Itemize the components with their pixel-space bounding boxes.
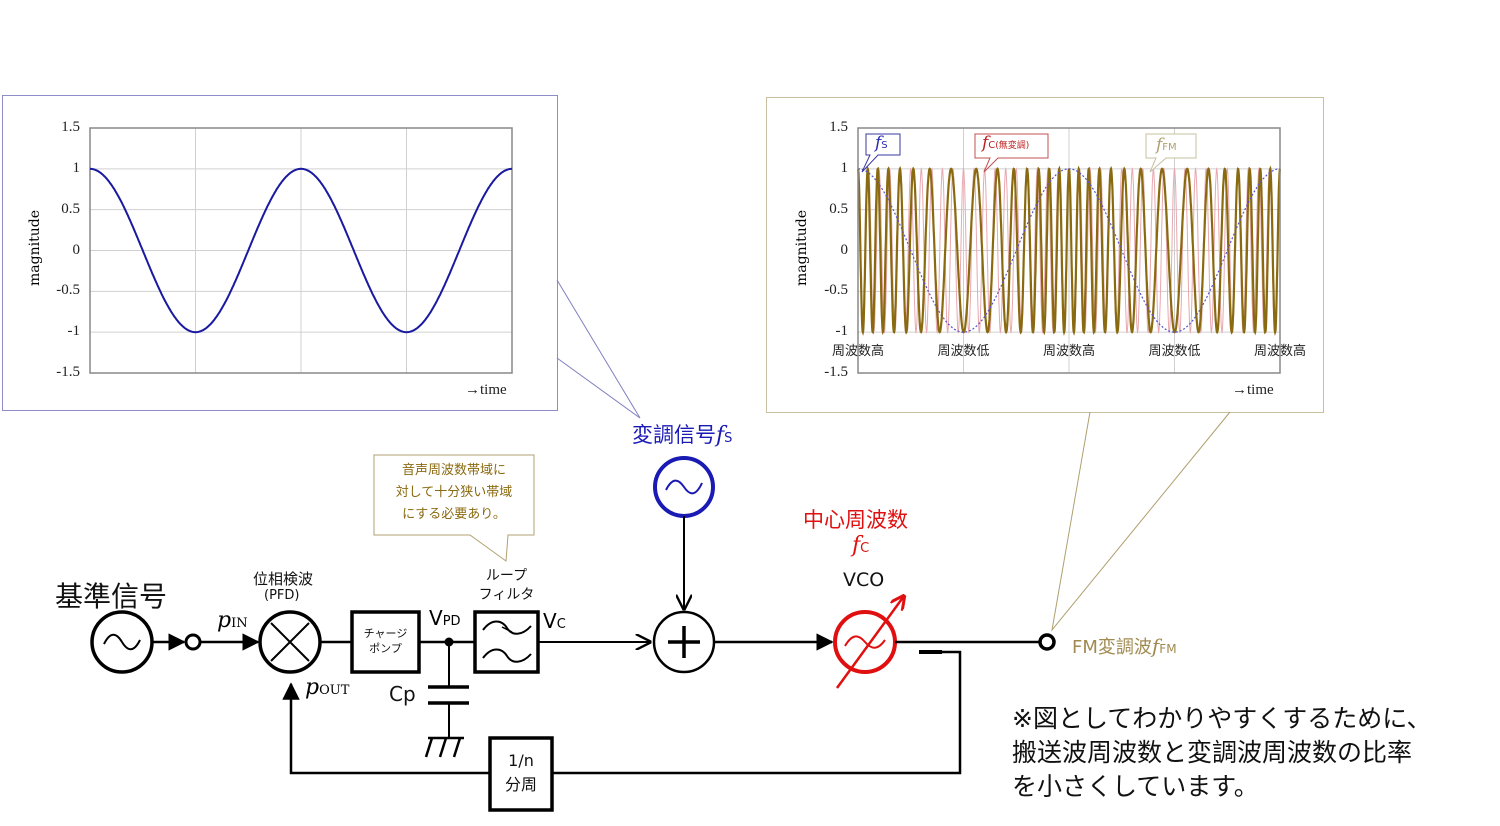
- modulating-signal-label: 変調信号fS: [632, 419, 732, 449]
- charge-pump-line2: ポンプ: [369, 642, 402, 655]
- right-xcat-label: 周波数高: [1253, 344, 1306, 359]
- right-ytick: 1: [840, 159, 849, 176]
- footnote-line-2: 搬送波周波数と変調波周波数の比率: [1012, 738, 1413, 767]
- footnote: ※図としてわかりやすくするために、 搬送波周波数と変調波周波数の比率 を小さくし…: [1012, 702, 1431, 804]
- callout-fc-note: (無変調): [995, 141, 1030, 151]
- loop-filter-line2: フィルタ: [478, 587, 535, 603]
- vco-label: VCO: [843, 569, 885, 591]
- fm-out-sub: FM: [1159, 642, 1177, 656]
- right-xcat-label: 周波数高: [1042, 344, 1095, 359]
- note-line-2: 対して十分狭い帯域: [395, 485, 513, 500]
- divider-text: 分周: [504, 775, 537, 794]
- p-out-main: p: [305, 675, 320, 700]
- pfd-sublabel: (PFD): [264, 588, 300, 603]
- right-ytick: -1.5: [824, 364, 848, 380]
- note-line-1: 音声周波数帯域に: [401, 463, 506, 478]
- callout-ffm: fFM: [1156, 135, 1177, 155]
- pfd-label: 位相検波: [253, 570, 314, 588]
- left-ytick: -1: [67, 323, 81, 340]
- divider-ratio: 1/n: [508, 751, 534, 770]
- vpd-label: VPD: [429, 606, 461, 630]
- fc-sub: C: [860, 541, 870, 556]
- right-ytick: -1: [835, 323, 849, 340]
- p-in-main: p: [217, 608, 232, 633]
- right-xcat-label: 周波数低: [937, 344, 990, 359]
- center-frequency-label: 中心周波数: [803, 508, 908, 532]
- p-out-label: pOUT: [305, 675, 349, 700]
- callout-fs: fS: [875, 133, 888, 153]
- callout-ffm-sub: FM: [1162, 142, 1177, 153]
- right-ytick: 0: [840, 241, 849, 258]
- mod-signal-text: 変調信号: [632, 423, 716, 447]
- callout-fc-sub: C: [988, 140, 996, 151]
- vc-label: VC: [543, 609, 566, 633]
- p-in-label: pIN: [217, 608, 248, 633]
- right-ytick: 1.5: [829, 119, 848, 135]
- right-chart-frame: [766, 97, 1324, 413]
- note-line-3: にする必要あり。: [402, 507, 506, 522]
- footnote-line-3: を小さくしています。: [1012, 772, 1259, 801]
- vpd-sub: PD: [442, 614, 461, 629]
- footnote-line-1: ※図としてわかりやすくするために、: [1012, 704, 1432, 733]
- left-chart-frame: [2, 95, 558, 411]
- vc-main: V: [543, 609, 557, 633]
- callout-fs-sub: S: [881, 140, 888, 151]
- fm-out-f: f: [1151, 634, 1160, 658]
- right-ytick: -0.5: [824, 282, 848, 299]
- left-ytick: -1.5: [56, 364, 80, 380]
- cp-label: Cp: [389, 682, 416, 706]
- callout-fc: fC(無変調): [982, 133, 1029, 153]
- right-ytick: 0.5: [829, 200, 848, 217]
- loop-filter-label: ループ フィルタ: [475, 567, 538, 605]
- right-x-axis-label: →time: [1232, 382, 1274, 398]
- left-x-axis-label: →time: [465, 382, 507, 398]
- left-ytick: 1.5: [61, 119, 80, 135]
- vc-sub: C: [556, 617, 566, 632]
- right-xcat-label: 周波数低: [1148, 344, 1201, 359]
- fc-label: fC: [852, 533, 869, 558]
- fm-out-text: FM変調波: [1072, 637, 1152, 658]
- charge-pump-line1: チャージ: [363, 627, 408, 640]
- right-xcat-label: 周波数高: [831, 344, 884, 359]
- left-ytick: 0.5: [61, 200, 80, 217]
- loop-filter-line1: ループ: [485, 568, 528, 584]
- p-out-sub: OUT: [319, 683, 350, 698]
- callout-fc-main: f: [982, 133, 989, 153]
- charge-pump-block: チャージ ポンプ: [352, 626, 419, 656]
- mod-signal-sub: S: [724, 431, 733, 446]
- p-in-sub: IN: [231, 616, 248, 631]
- vpd-main: V: [429, 606, 443, 630]
- reference-signal-label: 基準信号: [55, 580, 168, 613]
- mod-signal-f: f: [716, 423, 725, 448]
- divider-block: 1/n 分周: [490, 749, 552, 797]
- left-ytick: -0.5: [56, 282, 80, 299]
- left-ytick: 1: [72, 159, 81, 176]
- callout-ffm-main: f: [1156, 135, 1163, 155]
- fm-output-label: FM変調波fFM: [1072, 633, 1177, 659]
- left-ytick: 0: [72, 241, 81, 258]
- fc-main: f: [852, 533, 861, 558]
- callout-fs-main: f: [875, 133, 882, 153]
- bandwidth-note: 音声周波数帯域に 対して十分狭い帯域 にする必要あり。: [374, 460, 534, 526]
